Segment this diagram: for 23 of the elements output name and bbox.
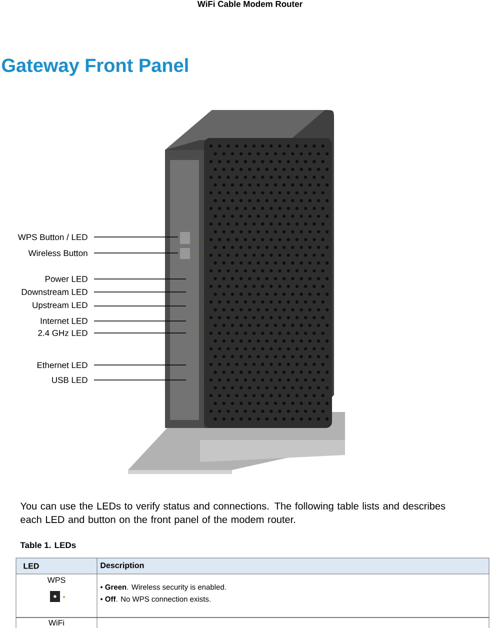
page-header: WiFi Cable Modem Router xyxy=(197,0,302,7)
leader-line xyxy=(94,364,186,366)
leader-line xyxy=(94,252,178,254)
leader-line xyxy=(94,320,186,322)
callout-label: Wireless Button xyxy=(28,250,88,256)
callout-label: 2.4 GHz LED xyxy=(38,330,88,336)
table-cell: WPS xyxy=(47,577,66,583)
table-cell: WiFi xyxy=(48,620,64,626)
header-cell: LED xyxy=(24,563,39,569)
leader-line xyxy=(94,332,186,334)
callout-label: Power LED xyxy=(46,276,88,282)
callout-label: Downstream LED xyxy=(22,289,88,295)
header-cell: Description xyxy=(100,562,144,570)
intro-paragraph: You can use the LEDs to verify status and connections. The following table lists and describes each LED and button on the front panel of the modem router. xyxy=(20,502,446,526)
table-caption: Table 1. LEDs xyxy=(20,542,76,548)
callout-label: Ethernet LED xyxy=(37,362,88,368)
callout-label: WPS Button / LED xyxy=(18,234,88,240)
title: Gateway Front Panel xyxy=(2,58,188,76)
callout-label: Internet LED xyxy=(40,318,88,324)
leader-line xyxy=(94,278,186,280)
callout-label: USB LED xyxy=(52,377,88,383)
leader-line xyxy=(94,236,178,238)
callout-label: Upstream LED xyxy=(32,302,88,310)
